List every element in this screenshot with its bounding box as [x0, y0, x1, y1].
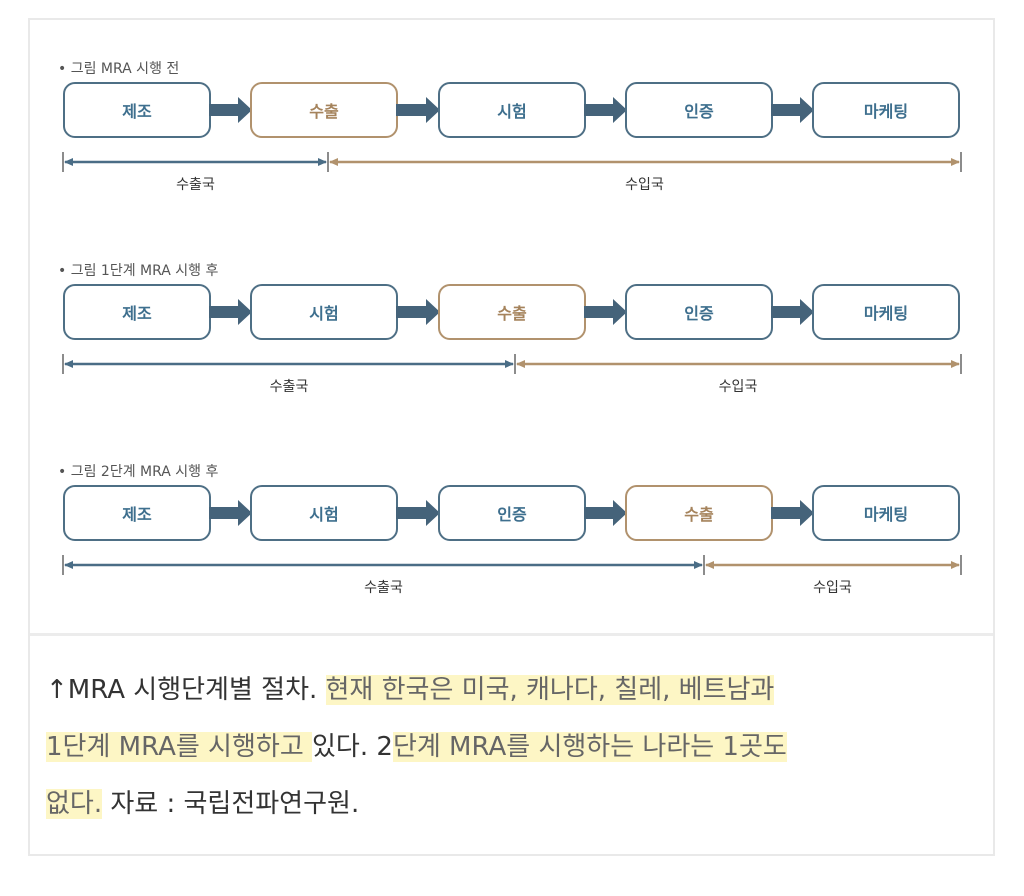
exporter-label: 수출국 [269, 379, 309, 395]
panel-title: • 그림 1단계 MRA 시행 후 [58, 263, 219, 279]
caption-text: ↑MRA 시행단계별 절차. [46, 675, 326, 705]
flow-arrow-icon [396, 299, 440, 325]
process-step: 마케팅 [812, 82, 960, 138]
exporter-label: 수출국 [176, 177, 215, 193]
caption-line-3: 없다. 자료 : 국립전파연구원. [46, 776, 986, 833]
caption-highlight: 현재 한국은 미국, 캐나다, 칠레, 베트남과 [325, 675, 775, 705]
flow-arrow-icon [584, 97, 627, 123]
importer-label: 수입국 [813, 580, 852, 596]
flow-arrow-icon [396, 500, 440, 526]
process-step: 제조 [63, 284, 211, 340]
panel-title: • 그림 MRA 시행 전 [58, 61, 180, 77]
exporter-label: 수출국 [364, 580, 403, 596]
caption-highlight: 1단계 MRA를 시행하고 [46, 732, 313, 762]
figure-caption: ↑MRA 시행단계별 절차. 현재 한국은 미국, 캐나다, 칠레, 베트남과 … [46, 662, 986, 833]
caption-text: 자료 : 국립전파연구원. [102, 789, 360, 819]
flow-arrow-icon [209, 500, 252, 526]
flow-arrow-icon [584, 500, 627, 526]
flow-arrow-icon [771, 97, 814, 123]
process-step: 시험 [250, 284, 398, 340]
panel-title: • 그림 2단계 MRA 시행 후 [58, 464, 219, 480]
caption-divider [30, 633, 993, 636]
flow-arrow-icon [209, 299, 252, 325]
process-step: 마케팅 [812, 284, 960, 340]
process-step: 인증 [625, 82, 773, 138]
process-step: 시험 [438, 82, 586, 138]
process-step: 인증 [625, 284, 773, 340]
caption-highlight: 없다. [46, 789, 103, 819]
article-frame [28, 18, 995, 856]
process-step: 수출 [438, 284, 586, 340]
importer-label: 수입국 [625, 177, 664, 193]
caption-line-1: ↑MRA 시행단계별 절차. 현재 한국은 미국, 캐나다, 칠레, 베트남과 [46, 662, 986, 719]
process-step: 수출 [625, 485, 773, 541]
process-step: 마케팅 [812, 485, 960, 541]
process-step: 인증 [438, 485, 586, 541]
importer-label: 수입국 [718, 379, 758, 395]
caption-text: 있다. 2 [312, 732, 393, 762]
process-step: 제조 [63, 82, 211, 138]
caption-highlight: 단계 MRA를 시행하는 나라는 1곳도 [392, 732, 787, 762]
flow-arrow-icon [771, 500, 814, 526]
caption-line-2: 1단계 MRA를 시행하고 있다. 2단계 MRA를 시행하는 나라는 1곳도 [46, 719, 986, 776]
flow-arrow-icon [584, 299, 627, 325]
flow-arrow-icon [396, 97, 440, 123]
process-step: 제조 [63, 485, 211, 541]
flow-arrow-icon [209, 97, 252, 123]
flow-arrow-icon [771, 299, 814, 325]
process-step: 수출 [250, 82, 398, 138]
process-step: 시험 [250, 485, 398, 541]
